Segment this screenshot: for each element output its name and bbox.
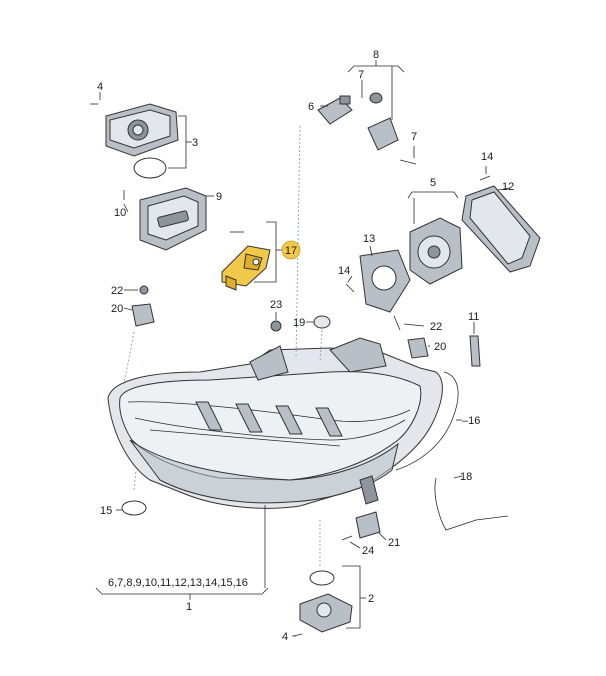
control-module-3	[105, 103, 179, 179]
callout-19: 19	[293, 317, 305, 329]
callout-5: 5	[430, 177, 436, 189]
part-callouts: 4 3 9 10 22 20 23 19 8 7 6 7 14 5 12 13 …	[97, 49, 514, 643]
callout-17: 17	[285, 245, 297, 257]
callout-20-left: 20	[111, 303, 123, 315]
callout-16: –16	[462, 415, 480, 427]
headlight-housing	[107, 337, 443, 520]
actuator-assembly-8	[317, 92, 417, 165]
callout-7-top: 7	[358, 69, 364, 81]
callout-2: 2	[368, 593, 374, 605]
callout-14-left: 14	[338, 265, 350, 277]
callout-10: 10	[114, 207, 126, 219]
callout-20-right: 20	[434, 341, 446, 353]
callout-4-top: 4	[97, 81, 103, 93]
callout-15: 15	[100, 505, 112, 517]
callout-3: 3	[192, 137, 198, 149]
callout-13: 13	[363, 233, 375, 245]
callout-1: 1	[186, 601, 192, 613]
callout-22-left: 22	[111, 285, 123, 297]
dashed-leaders	[123, 125, 323, 568]
small-parts	[90, 103, 509, 637]
callout-22-right: 22	[430, 321, 442, 333]
callout-lines	[95, 60, 511, 637]
callout-8: 8	[373, 49, 379, 61]
callout-17-badge: 17	[281, 240, 301, 260]
callout-7-right: 7	[411, 131, 417, 143]
callout-18: 18	[460, 471, 472, 483]
callout-14-right: 14	[481, 151, 493, 163]
callout-9: 9	[216, 191, 222, 203]
ring-bracket-13	[359, 249, 411, 313]
assembly-label: 6,7,8,9,10,11,12,13,14,15,16	[108, 577, 248, 589]
callout-6: 6	[308, 101, 314, 113]
callout-4-bottom: 4	[282, 631, 288, 643]
callout-12: 12	[502, 181, 514, 193]
callout-21: 21	[388, 537, 400, 549]
bracket-17-highlighted	[221, 245, 271, 291]
fan-module-5	[409, 217, 463, 285]
callout-23: 23	[270, 299, 282, 311]
callout-24: 24	[362, 545, 374, 557]
igniter-module-9	[139, 187, 207, 251]
rear-cover-12	[461, 185, 541, 273]
callout-11: 11	[468, 311, 479, 323]
